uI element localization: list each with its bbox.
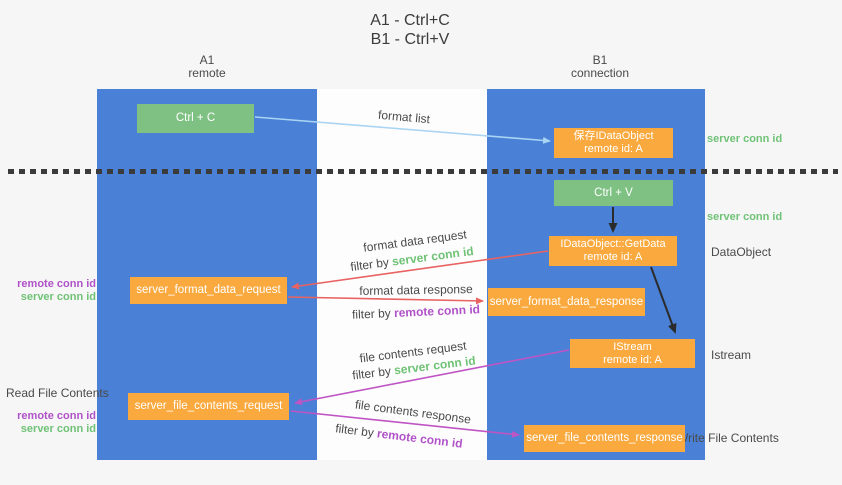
node-format-response-label: server_format_data_response [489,295,644,308]
node-istream: IStream remote id: A [570,339,695,368]
node-ctrl-v-label: Ctrl + V [594,186,633,199]
annot-remote-conn-id: remote conn id [17,410,96,422]
node-server-file-contents-request: server_file_contents_request [128,393,289,420]
node-ctrl-c: Ctrl + C [137,104,254,133]
diagram-title: A1 - Ctrl+C B1 - Ctrl+V [0,11,820,49]
node-server-file-contents-response: server_file_contents_response [524,425,685,452]
lane-a1-title: A1 [199,53,215,67]
node-ctrl-v: Ctrl + V [554,180,673,206]
node-istream-line2: remote id: A [603,353,662,366]
node-ctrl-c-label: Ctrl + C [175,112,216,124]
filter-prefix: filter by [351,305,395,322]
node-file-request-label: server_file_contents_request [134,400,283,412]
annot-remote-conn-id: remote conn id [17,278,96,290]
annot-istream: Istream [711,348,752,362]
lane-header-a1-remote: A1 remote [127,54,287,80]
annot-server-conn-id: server conn id [20,423,96,435]
lane-header-b1-connection: B1 connection [520,54,680,80]
annot-write-file-contents: Write File Contents [677,431,779,445]
node-server-format-data-response: server_format_data_response [488,288,645,316]
label-format-data-response: format data response [359,282,473,298]
annot-file-conn-ids: remote conn id server conn id [0,410,96,436]
title-line-ctrl-v: B1 - Ctrl+V [370,31,450,48]
node-file-response-label: server_file_contents_response [526,432,683,444]
node-server-format-data-request: server_format_data_request [130,277,287,304]
annot-server-conn-id-mid: server conn id [707,211,783,223]
node-istream-line1: IStream [613,340,652,353]
node-save-idataobject: 保存IDataObject remote id: A [554,128,673,158]
title-line-ctrl-c: A1 - Ctrl+C [370,12,450,29]
node-idataobject-getdata: IDataObject::GetData remote id: A [549,236,677,266]
annot-format-conn-ids: remote conn id server conn id [0,278,96,304]
node-save-idataobject-line2: remote id: A [584,143,643,155]
node-getdata-line1: IDataObject::GetData [560,238,666,250]
annot-read-file-contents: Read File Contents [6,386,109,400]
lane-a1-subtitle: remote [188,66,226,80]
lane-b1-title: B1 [592,53,608,67]
node-getdata-line2: remote id: A [583,251,643,263]
node-format-request-label: server_format_data_request [136,284,281,296]
annot-server-conn-id-top: server conn id [707,133,783,145]
node-save-idataobject-line1: 保存IDataObject [573,130,654,142]
lane-b1-subtitle: connection [570,66,630,80]
annot-dataobject: DataObject [711,245,772,259]
annot-server-conn-id: server conn id [20,291,96,303]
dashed-divider-line [8,169,838,174]
